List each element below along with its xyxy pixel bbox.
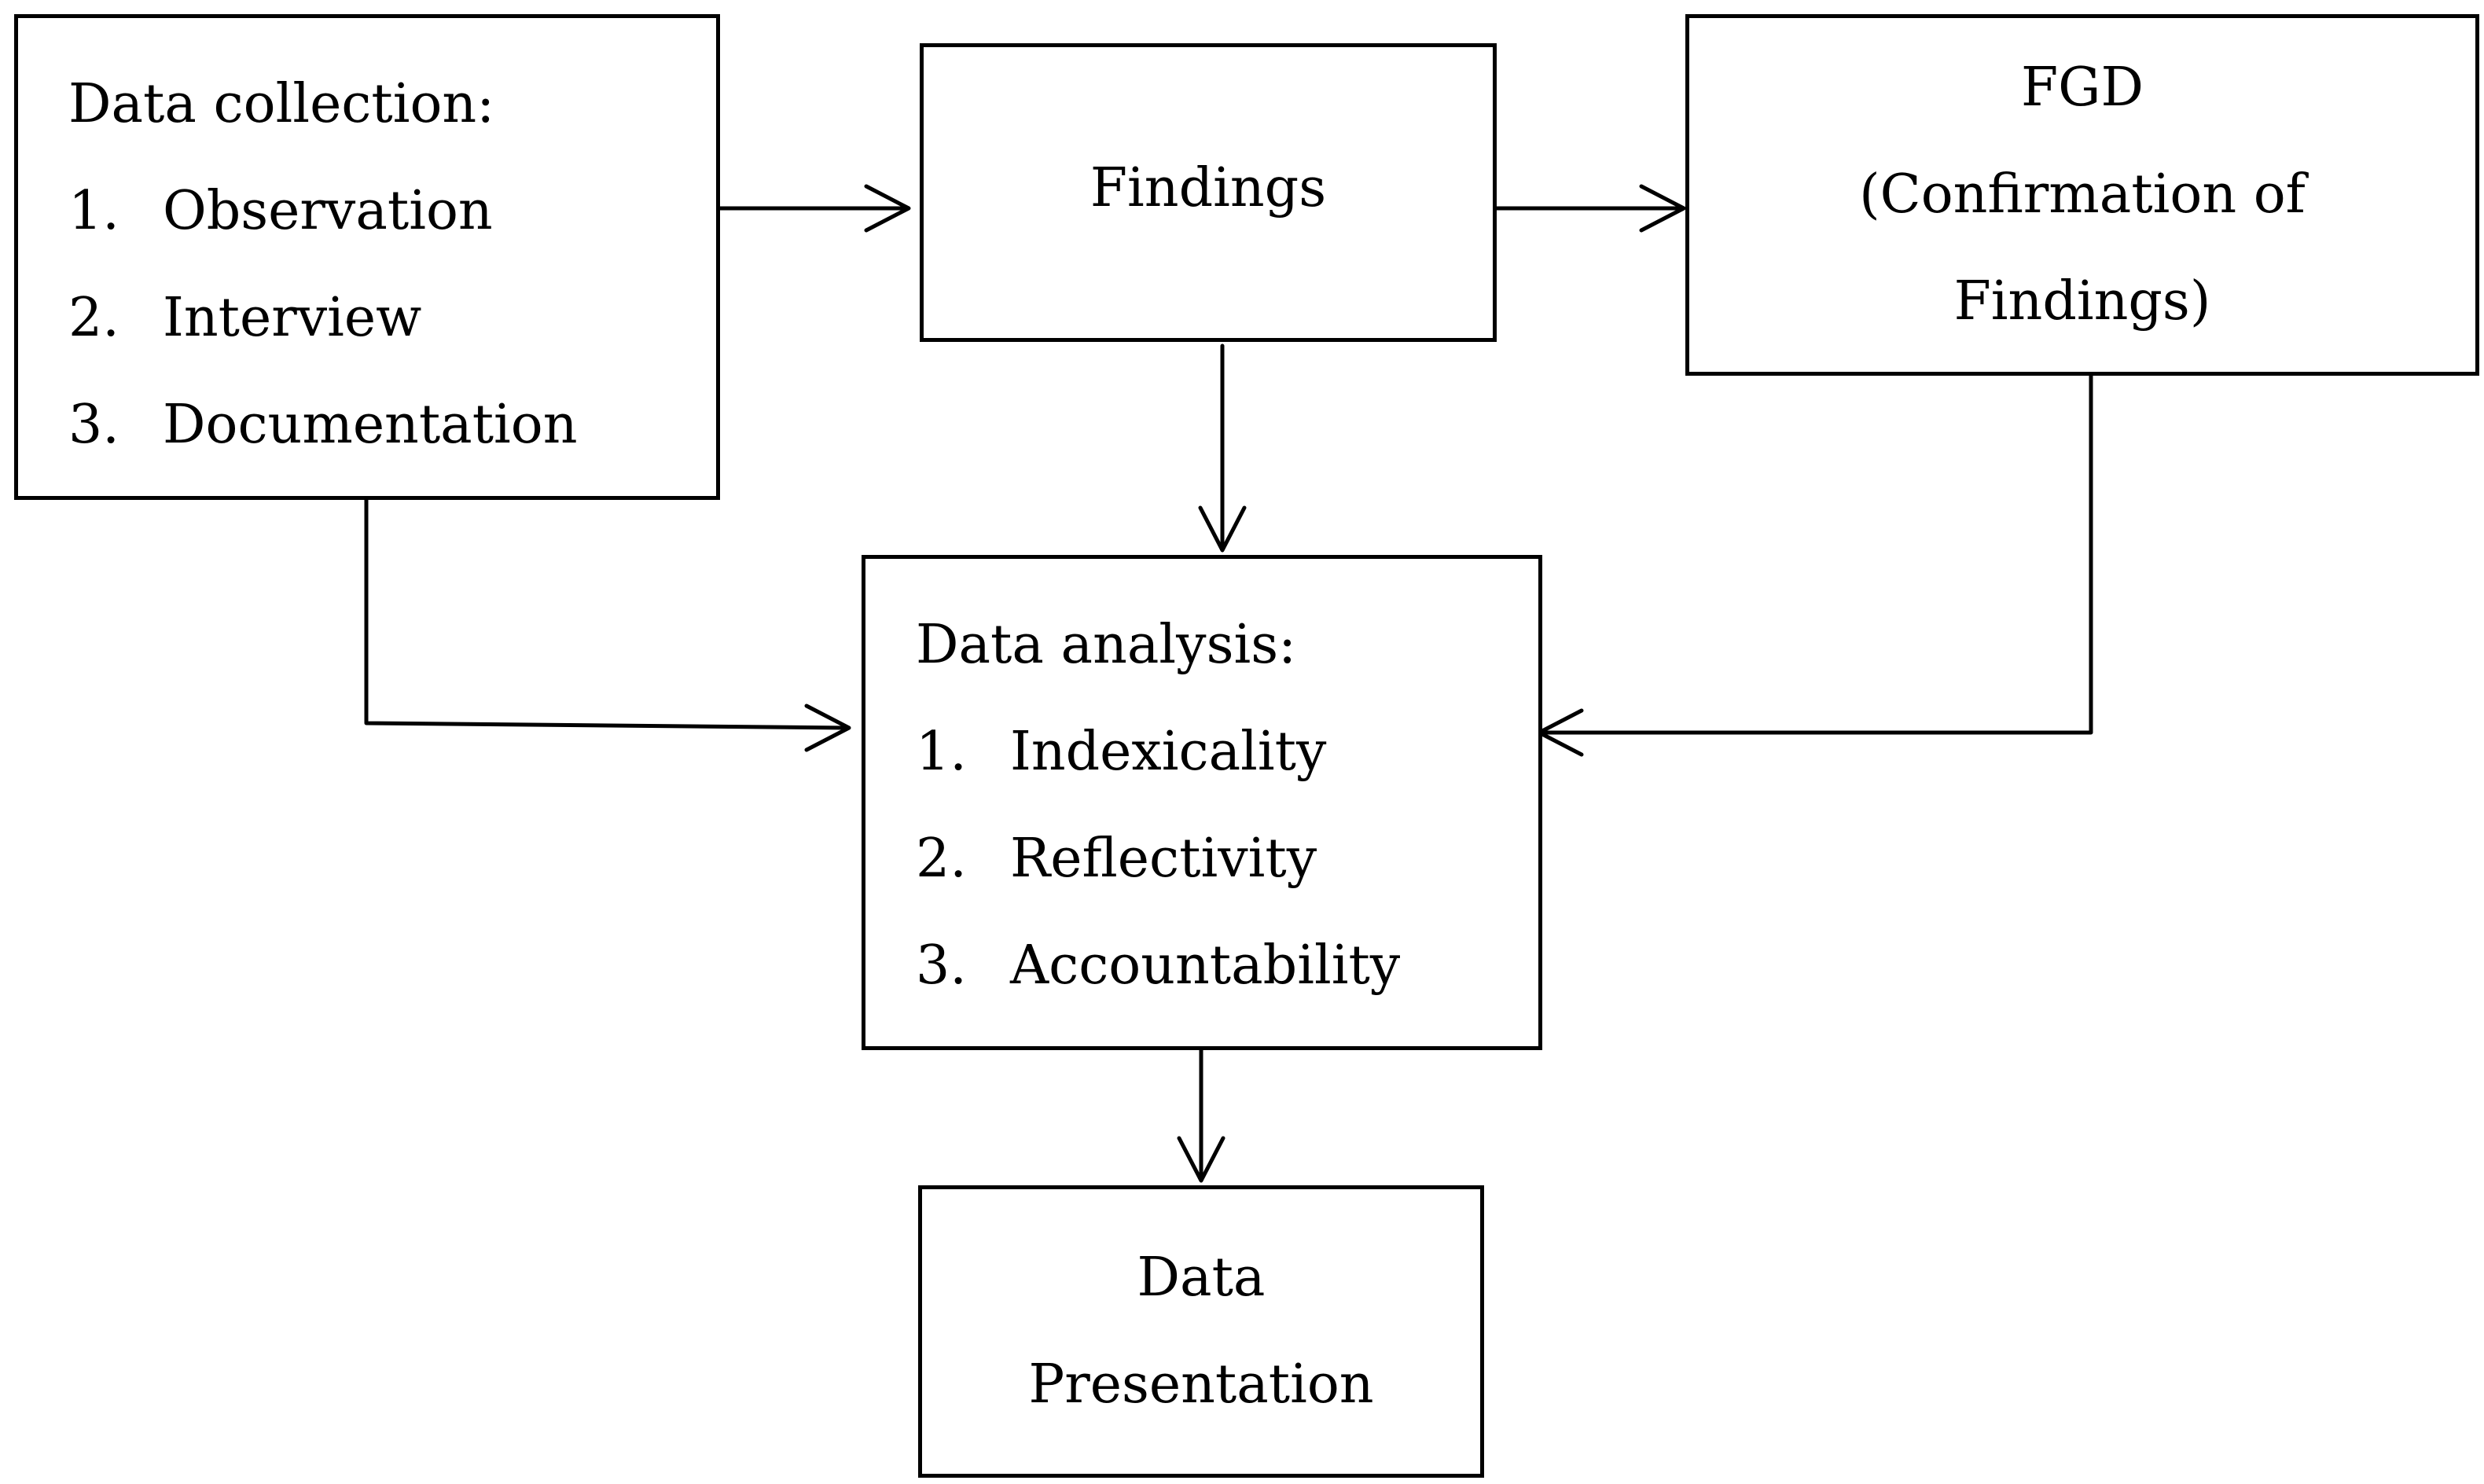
arrowhead-collection-to-analysis [804, 703, 851, 752]
data-presentation-box: Data Presentation [918, 1185, 1484, 1478]
data-presentation-line-2: Presentation [1028, 1354, 1374, 1416]
arrow-fgd-to-analysis [1540, 372, 2093, 735]
fgd-title: FGD [2020, 57, 2144, 119]
data-presentation-line-1: Data [1137, 1247, 1266, 1309]
data-collection-box: Data collection: 1. Observation 2. Inter… [14, 14, 720, 500]
list-number: 2. [916, 828, 967, 890]
list-label: Interview [163, 287, 422, 349]
list-label: Accountability [1010, 935, 1401, 997]
list-label: Reflectivity [1010, 828, 1317, 890]
findings-label: Findings [1090, 157, 1327, 219]
list-number: 3. [68, 394, 119, 456]
fgd-subtitle-line-2: Findings) [1953, 270, 2211, 332]
list-label: Indexicality [1010, 721, 1327, 783]
fgd-subtitle-line-1: (Confirmation of [1859, 163, 2306, 226]
list-label: Documentation [163, 394, 578, 456]
data-analysis-heading: Data analysis: [916, 614, 1297, 676]
data-collection-heading: Data collection: [68, 73, 495, 135]
list-number: 3. [916, 935, 967, 997]
list-number: 2. [68, 287, 119, 349]
arrowhead-findings-to-analysis [1198, 505, 1247, 553]
list-number: 1. [916, 721, 967, 783]
fgd-box: FGD (Confirmation of Findings) [1685, 14, 2479, 376]
list-number: 1. [68, 180, 119, 242]
arrowhead-collection-to-findings [864, 184, 911, 233]
data-analysis-box: Data analysis: 1. Indexicality 2. Reflec… [862, 555, 1542, 1050]
arrowhead-analysis-to-presentation [1177, 1136, 1225, 1183]
arrowhead-findings-to-fgd [1639, 184, 1686, 233]
findings-box: Findings [920, 43, 1497, 342]
list-label: Observation [163, 180, 493, 242]
arrow-collection-to-analysis [364, 498, 848, 730]
